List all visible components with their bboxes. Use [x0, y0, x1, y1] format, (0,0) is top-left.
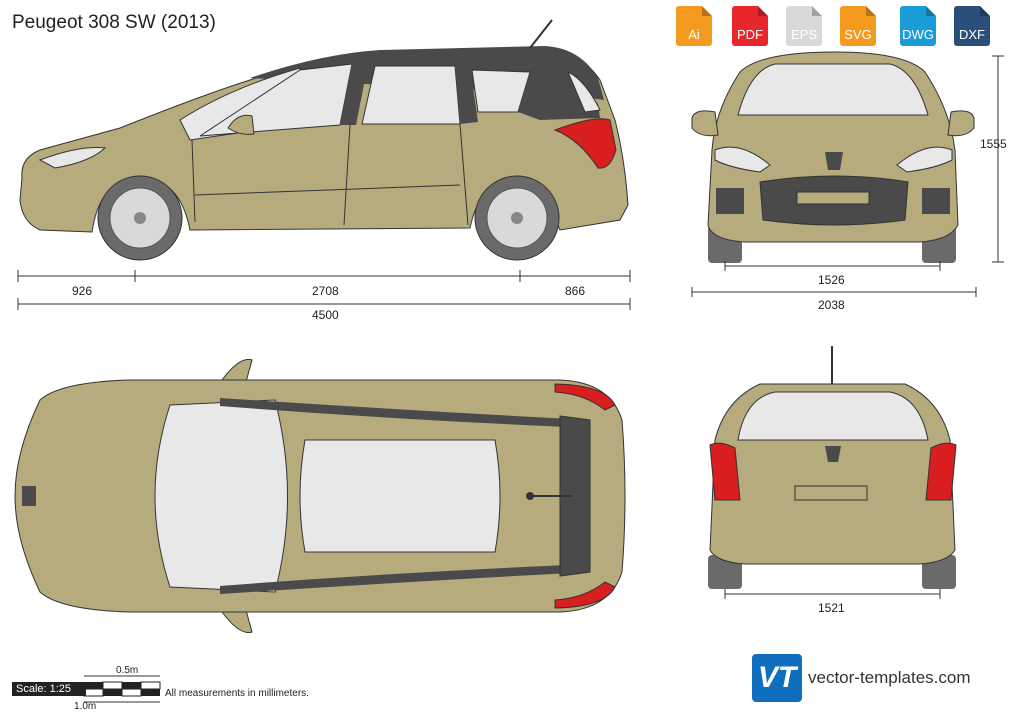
top-right-roofrail: [220, 564, 590, 594]
top-right-mirror: [221, 609, 253, 634]
rear-right-taillight: [925, 442, 957, 501]
side-rear-hub: [511, 212, 523, 224]
height-dimension: 1555: [980, 137, 1007, 151]
top-left-roofrail: [220, 398, 590, 428]
measurement-note: All measurements in millimeters.: [165, 688, 309, 699]
top-sunroof: [299, 439, 501, 553]
top-left-mirror: [221, 358, 253, 383]
rear-right-tire: [922, 555, 956, 589]
rear-left-taillight: [709, 442, 741, 501]
length-dimension: 4500: [312, 308, 339, 322]
svg-format-label: SVG: [844, 27, 872, 42]
front-plate: [796, 191, 870, 205]
side-door-line-2: [343, 124, 351, 226]
scale-one-meter: 1.0m: [74, 701, 97, 712]
ai-format-label: Ai: [688, 27, 700, 42]
rear-plate: [794, 485, 868, 501]
top-right-taillight: [554, 581, 616, 609]
dxf-format-icon[interactable]: DXF: [950, 6, 994, 46]
side-rear-glass: [567, 70, 601, 113]
pdf-format-label: PDF: [737, 27, 763, 42]
front-right-foglight: [922, 188, 950, 214]
rear-logo: [825, 446, 841, 462]
side-front-hub: [134, 212, 146, 224]
top-windshield: [154, 399, 288, 593]
eps-format-icon[interactable]: EPS: [782, 6, 826, 46]
side-quarter-pillar: [455, 66, 478, 124]
side-rear-window: [361, 65, 461, 125]
top-rear-glass: [559, 415, 591, 577]
side-headlight: [38, 147, 107, 169]
rear-left-tire: [708, 555, 742, 589]
side-mirror: [227, 114, 255, 135]
front-view: [691, 51, 975, 263]
vt-logo-icon[interactable]: VT: [752, 654, 802, 702]
wheelbase-dimension: 2708: [312, 284, 339, 298]
width-dimension: 2038: [818, 298, 845, 312]
front-overhang-dimension: 926: [72, 284, 93, 298]
ai-format-icon[interactable]: Ai: [672, 6, 716, 46]
side-antenna: [529, 19, 553, 49]
side-sill-crease: [194, 184, 461, 196]
dimension-lines: [17, 55, 1004, 599]
side-view: [19, 19, 629, 261]
scale-label: Scale: 1:25: [12, 682, 86, 696]
front-logo: [825, 152, 843, 170]
top-left-taillight: [554, 383, 616, 411]
scale-half-meter: 0.5m: [116, 665, 139, 676]
side-taillight: [553, 118, 617, 169]
top-view: [14, 358, 626, 634]
dwg-format-icon[interactable]: DWG: [896, 6, 940, 46]
front-right-mirror: [947, 110, 975, 137]
brand-link[interactable]: vector-templates.com: [808, 668, 971, 687]
rear-view: [708, 346, 957, 589]
top-antenna-base: [526, 492, 534, 500]
front-windshield: [737, 63, 929, 116]
dxf-format-label: DXF: [959, 27, 985, 42]
pdf-format-icon[interactable]: PDF: [728, 6, 772, 46]
top-front-logo: [22, 486, 36, 506]
rear-track-dimension: 1521: [818, 601, 845, 615]
side-rear-pillar: [518, 70, 600, 120]
front-left-mirror: [691, 110, 719, 137]
front-track-dimension: 1526: [818, 273, 845, 287]
rear-window: [737, 391, 929, 441]
front-right-headlight: [896, 146, 953, 173]
rear-overhang-dimension: 866: [565, 284, 586, 298]
front-left-headlight: [714, 146, 771, 173]
side-door-line-3: [459, 123, 469, 226]
page-title: Peugeot 308 SW (2013): [12, 12, 216, 33]
side-front-pillar: [340, 64, 368, 125]
eps-format-label: EPS: [790, 27, 817, 42]
front-left-foglight: [716, 188, 744, 214]
svg-format-icon[interactable]: SVG: [836, 6, 880, 46]
scale-bar: [83, 675, 161, 703]
dwg-format-label: DWG: [902, 27, 934, 42]
side-door-line-1: [191, 139, 196, 223]
